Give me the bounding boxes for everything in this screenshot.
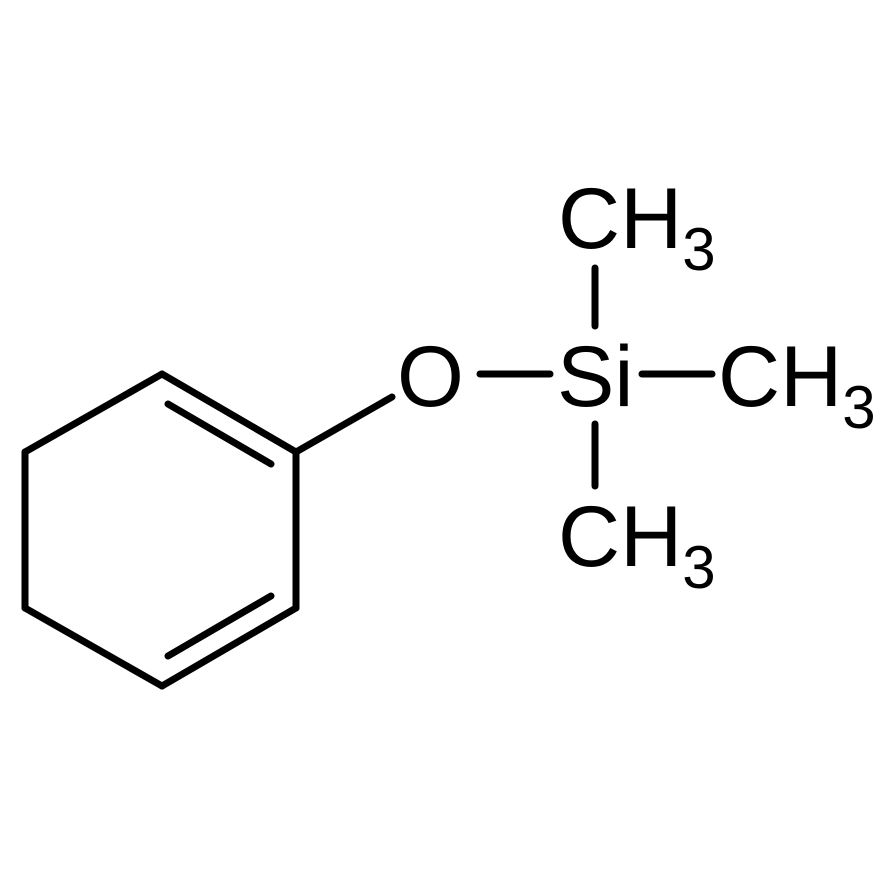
methyl-bottom-label: CH3: [558, 489, 716, 601]
ring-bond-top-left: [21, 370, 166, 456]
bond-ring-oxygen: [292, 393, 396, 456]
methyl-top-subscript: 3: [682, 216, 715, 283]
methyl-right-main: CH: [718, 329, 842, 425]
methyl-bottom-subscript: 3: [682, 534, 715, 601]
ring-bond-bottom-left: [21, 604, 166, 690]
oxygen-label: O: [397, 329, 464, 425]
silicon-label: Si: [557, 329, 633, 425]
methyl-right-subscript: 3: [842, 374, 875, 441]
methyl-top-label: CH3: [558, 171, 716, 283]
methyl-bottom-main: CH: [558, 489, 682, 585]
methyl-right-label: CH3: [718, 329, 876, 441]
ring-double-bond-inner-bottom: [164, 592, 275, 660]
ring-bond-bottom-right: [158, 604, 300, 690]
cyclohexadiene-ring: [21, 370, 300, 690]
methyl-top-main: CH: [558, 171, 682, 267]
ring-bond-top-right: [158, 370, 300, 456]
ring-double-bond-inner-top: [164, 400, 275, 468]
